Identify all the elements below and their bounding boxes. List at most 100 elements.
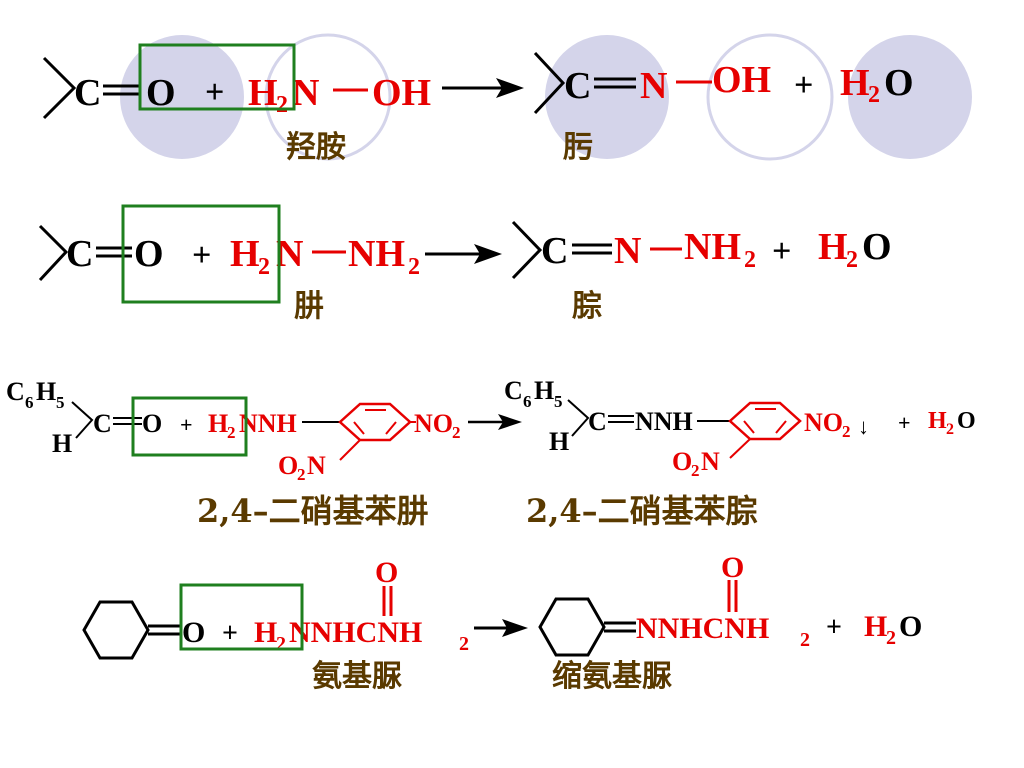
highlight-ring-2: [706, 33, 834, 161]
ring-inner-bond-3: [353, 421, 365, 435]
prod-ortho-nitro-o: O: [672, 447, 692, 476]
prod-substituent-bonds: [567, 399, 590, 437]
reagent-nnh: NNH: [239, 409, 297, 438]
product-chain: NNHCNH: [636, 612, 769, 645]
water-hydrogen-sub: 2: [946, 421, 954, 438]
product-carbonyl-oxygen: O: [721, 551, 744, 584]
reagent-hydrogen-sub: 2: [276, 633, 286, 655]
reagent-amine: NH: [348, 233, 405, 275]
ortho-nitro-sub: 2: [297, 465, 306, 484]
prod-nnh: NNH: [635, 407, 693, 436]
reagent-hydroxyl: OH: [372, 72, 431, 114]
phenyl-h: H: [36, 377, 56, 406]
highlight-disc-2: [545, 35, 669, 159]
water-hydrogen-sub: 2: [868, 82, 880, 108]
phenyl-c: C: [6, 377, 25, 406]
prod-aldehyde-h: H: [549, 427, 569, 456]
reagent-chain-sub: 2: [459, 633, 469, 655]
substituent-bonds: [71, 401, 94, 439]
highlight-disc-3: [848, 35, 972, 159]
reaction-arrow-head: [496, 78, 524, 98]
row4-semicarbazone-reaction: O + H 2 NNHCNH 2 O NNHCNH 2 O + H 2 O 氨基…: [82, 551, 922, 694]
plus-sign: +: [192, 237, 211, 274]
product-chain-sub: 2: [800, 629, 810, 651]
product-nitrogen: N: [614, 230, 641, 272]
water-elimination-box: [179, 583, 304, 651]
product-name-semicarbazone: 缩氨基脲: [552, 659, 672, 694]
nitro-group: NO: [414, 409, 453, 438]
wedge-bonds: [42, 56, 77, 120]
reagent-name-hydrazine: 肼: [294, 289, 324, 324]
plus-sign: +: [205, 74, 224, 111]
water-oxygen: O: [884, 62, 914, 104]
water-oxygen: O: [957, 408, 976, 434]
carbon-atom: C: [93, 409, 112, 438]
phenyl-h-sub: 5: [56, 393, 65, 412]
water-hydrogen: H: [928, 408, 947, 434]
reagent-hydrogen-sub: 2: [227, 423, 236, 442]
product-wedge-bonds: [511, 220, 543, 280]
prod-ortho-nitro-sub: 2: [691, 461, 700, 480]
reagent-hydrogen: H: [208, 409, 228, 438]
water-elimination-box: [121, 204, 281, 304]
plus-sign: +: [222, 618, 238, 649]
product-nitrogen: N: [640, 65, 667, 107]
reaction-arrow-head: [474, 244, 502, 264]
reagent-carbonyl-oxygen: O: [375, 556, 398, 589]
water-elimination-box: [131, 396, 248, 457]
product-amine: NH: [684, 226, 741, 268]
water-oxygen: O: [899, 610, 922, 643]
water-hydrogen: H: [864, 610, 887, 643]
row1-oxime-reaction: C O + H 2 N OH C N OH + H 2 O 羟胺 肟: [42, 33, 972, 165]
plus-sign-2: +: [826, 612, 842, 643]
prod-nitro-group: NO: [804, 408, 843, 437]
reagent-name-hydroxylamine: 羟胺: [286, 130, 346, 165]
reaction-arrow-head: [498, 414, 522, 430]
reagent-chain: NNHCNH: [289, 616, 422, 649]
prod-carbon-atom: C: [588, 407, 607, 436]
water-hydrogen-sub: 2: [846, 247, 858, 273]
oxygen-atom: O: [142, 409, 162, 438]
ortho-nitro-o: O: [278, 451, 298, 480]
wedge-bonds: [38, 224, 69, 282]
water-hydrogen: H: [818, 226, 848, 268]
reagent-name-semicarbazide: 氨基脲: [312, 659, 402, 694]
prod-phenyl-h: H: [534, 376, 554, 405]
plus-sign-2: +: [772, 233, 791, 270]
prod-phenyl-h-sub: 5: [554, 392, 563, 411]
cyclohexane-ring: [82, 600, 150, 660]
product-wedge-bonds: [533, 51, 566, 115]
reagent-hydrogen: H: [230, 233, 260, 275]
prod-ortho-nitro-n: N: [701, 447, 720, 476]
prod-nitro-group-sub: 2: [842, 422, 851, 441]
carbon-atom: C: [74, 72, 101, 114]
ortho-nitro-n: N: [307, 451, 326, 480]
product-cyclohexane-ring: [538, 597, 606, 657]
product-carbon-atom: C: [564, 65, 591, 107]
water-oxygen: O: [862, 226, 892, 268]
plus-sign-2: +: [898, 410, 911, 435]
row2-hydrazone-reaction: C O + H 2 N NH 2 C N NH 2 + H 2 O 肼 腙: [38, 204, 892, 324]
highlight-ring-1: [264, 33, 392, 161]
reagent-hydrogen-sub: 2: [258, 254, 270, 280]
product-name-dnp-hydrazone: 2,4–二硝基苯腙: [526, 492, 758, 530]
prod-phenyl-c: C: [504, 376, 523, 405]
prod-ring-inner-bond-3: [743, 420, 755, 434]
aldehyde-h: H: [52, 429, 72, 458]
nitro-group-sub: 2: [452, 423, 461, 442]
water-hydrogen: H: [840, 62, 870, 104]
water-hydrogen-sub: 2: [886, 627, 896, 649]
reagent-hydrogen-sub: 2: [276, 92, 288, 118]
reagent-hydrogen: H: [248, 72, 278, 114]
reagent-nitrogen: N: [276, 233, 303, 275]
water-elimination-box: [138, 43, 296, 111]
prod-phenyl-c-sub: 6: [523, 392, 532, 411]
reagent-amine-sub: 2: [408, 254, 420, 280]
product-name-oxime: 肟: [563, 130, 593, 165]
oxygen-atom: O: [134, 233, 164, 275]
plus-sign-2: +: [794, 67, 813, 104]
oxygen-atom: O: [146, 72, 176, 114]
prod-ring-inner-bond-2: [775, 420, 787, 434]
ring-o2n-bond: [339, 439, 361, 461]
